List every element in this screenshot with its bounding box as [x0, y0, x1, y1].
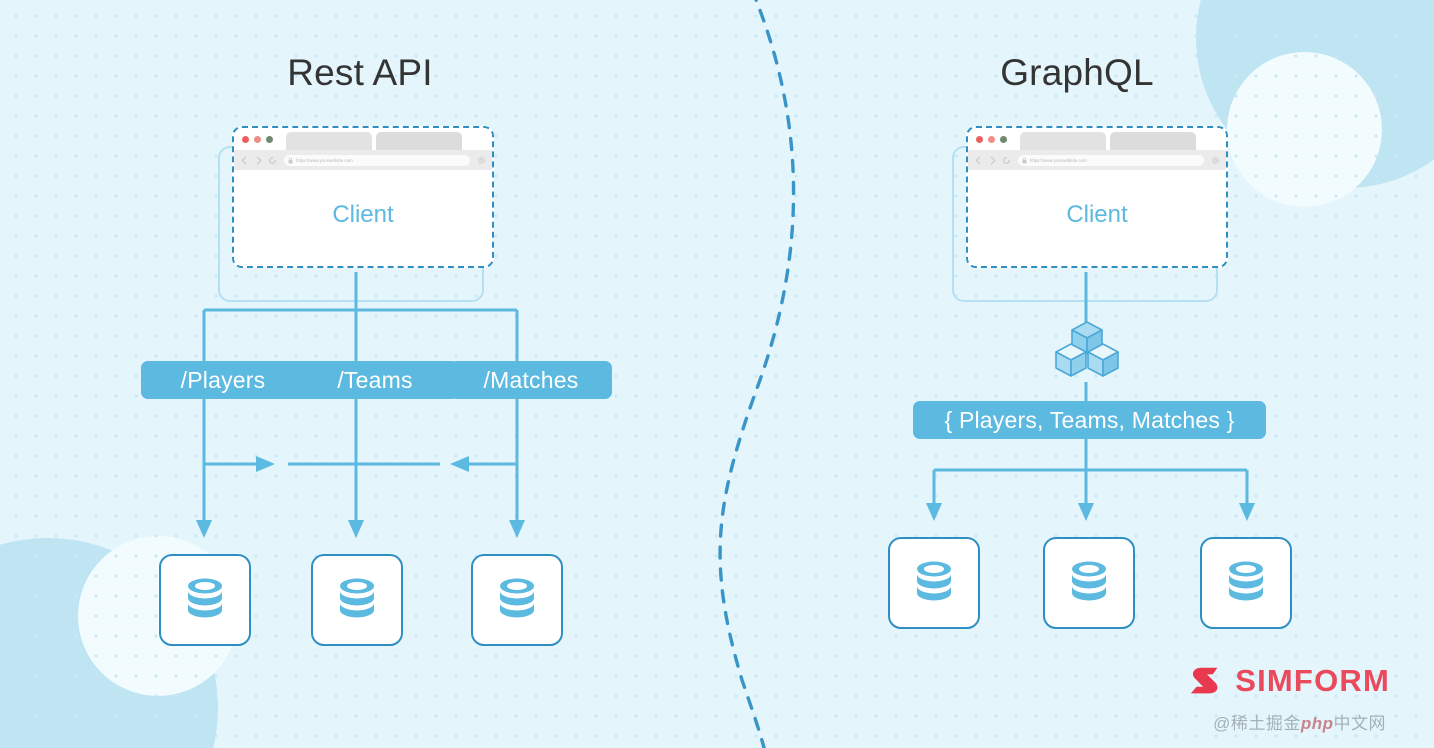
reload-icon[interactable] — [268, 156, 277, 165]
database-card[interactable] — [311, 554, 403, 646]
watermark-php: php — [1300, 714, 1334, 733]
lock-icon — [288, 157, 293, 163]
browser-window[interactable]: https://www.yourwebsite.com Client — [966, 126, 1228, 268]
endpoint-pill-players[interactable]: /Players — [141, 361, 305, 399]
browser-viewport: Client — [968, 170, 1226, 266]
lock-icon — [1022, 157, 1027, 163]
close-dot-icon[interactable] — [976, 135, 983, 143]
window-traffic-lights — [242, 135, 273, 143]
minimize-dot-icon[interactable] — [988, 135, 995, 143]
database-icon — [188, 578, 222, 618]
watermark-suffix: 中文网 — [1333, 714, 1386, 733]
gear-icon[interactable] — [477, 156, 486, 165]
gear-icon[interactable] — [1211, 156, 1220, 165]
endpoint-pill-matches[interactable]: /Matches — [450, 361, 612, 399]
watermark-prefix: @稀土掘金 — [1213, 714, 1301, 733]
address-bar-url: https://www.yourwebsite.com — [1030, 157, 1087, 163]
client-label: Client — [1066, 201, 1128, 228]
database-card[interactable] — [471, 554, 563, 646]
browser-tab-1[interactable] — [1020, 132, 1106, 150]
graphql-cubes-icon — [1055, 321, 1119, 377]
endpoint-pill-teams[interactable]: /Teams — [291, 361, 459, 399]
address-bar-url: https://www.yourwebsite.com — [296, 157, 353, 163]
browser-tab-bar — [234, 128, 492, 150]
database-icon — [1229, 561, 1263, 601]
address-bar[interactable]: https://www.yourwebsite.com — [284, 154, 470, 166]
address-bar[interactable]: https://www.yourwebsite.com — [1018, 154, 1204, 166]
browser-tab-2[interactable] — [1110, 132, 1196, 150]
panel-title-graphql: GraphQL — [1000, 52, 1154, 93]
client-label: Client — [332, 201, 394, 228]
maximize-dot-icon[interactable] — [1000, 135, 1007, 143]
browser-tab-2[interactable] — [376, 132, 462, 150]
database-icon — [1072, 561, 1106, 601]
close-dot-icon[interactable] — [242, 135, 249, 143]
back-icon[interactable] — [974, 156, 983, 165]
simform-wordmark: SIMFORM — [1235, 663, 1390, 698]
query-pill-graphql[interactable]: { Players, Teams, Matches } — [913, 401, 1266, 439]
forward-icon[interactable] — [254, 156, 263, 165]
back-icon[interactable] — [240, 156, 249, 165]
database-icon — [500, 578, 534, 618]
reload-icon[interactable] — [1002, 156, 1011, 165]
browser-window[interactable]: https://www.yourwebsite.com Client — [232, 126, 494, 268]
database-card[interactable] — [159, 554, 251, 646]
forward-icon[interactable] — [988, 156, 997, 165]
panel-title-rest-api: Rest API — [287, 52, 433, 93]
maximize-dot-icon[interactable] — [266, 135, 273, 143]
browser-tab-1[interactable] — [286, 132, 372, 150]
database-icon — [917, 561, 951, 601]
browser-toolbar: https://www.yourwebsite.com — [968, 150, 1226, 170]
simform-logo: SIMFORM — [1188, 662, 1390, 700]
database-card[interactable] — [1043, 537, 1135, 629]
simform-s-mark-icon — [1191, 667, 1218, 694]
watermark: @稀土掘金php中文网 — [1213, 709, 1386, 734]
panel-rest-api: Rest API — [141, 52, 612, 646]
database-card[interactable] — [1200, 537, 1292, 629]
database-icon — [340, 578, 374, 618]
minimize-dot-icon[interactable] — [254, 135, 261, 143]
browser-toolbar: https://www.yourwebsite.com — [234, 150, 492, 170]
browser-viewport: Client — [234, 170, 492, 266]
database-card[interactable] — [888, 537, 980, 629]
browser-tab-bar — [968, 128, 1226, 150]
window-traffic-lights — [976, 135, 1007, 143]
